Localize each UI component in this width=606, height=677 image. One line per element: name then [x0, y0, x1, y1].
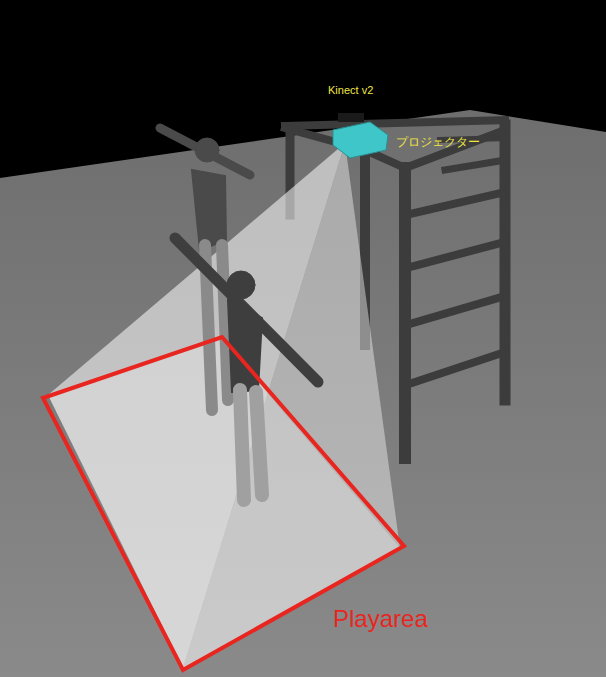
floor: [0, 110, 606, 677]
area-label: Playarea: [333, 605, 428, 633]
device-label: Kinect v2: [328, 84, 373, 96]
kinect-sensor: [338, 113, 364, 122]
play-area: Playarea: [43, 337, 405, 677]
projector: [333, 122, 388, 158]
human-figure: [175, 238, 318, 500]
device-label: プロジェクター: [396, 134, 480, 151]
